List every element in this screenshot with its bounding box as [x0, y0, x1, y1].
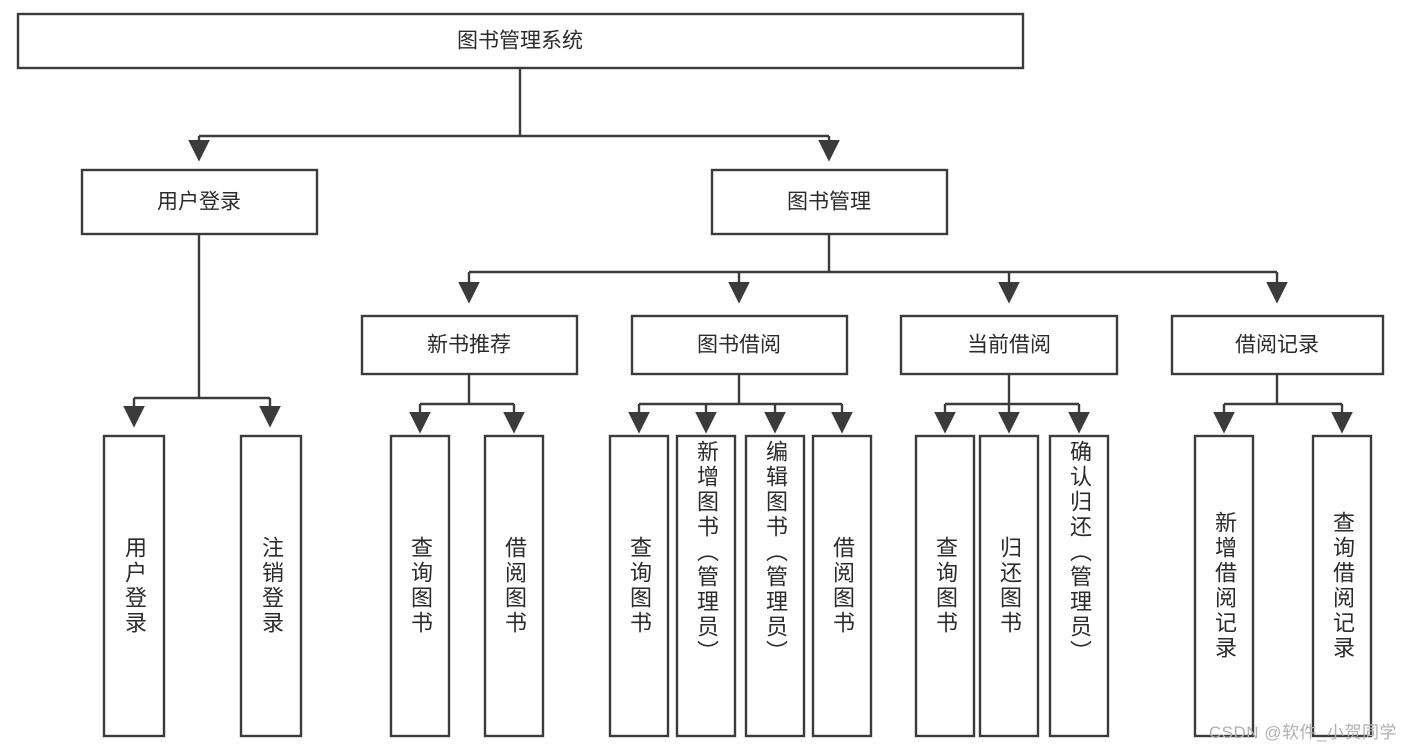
- leaf-box-current-borrow-2[interactable]: [1048, 434, 1110, 738]
- node-borrow-record-label: 借阅记录: [1235, 334, 1319, 357]
- node-book-management-label: 图书管理: [787, 191, 871, 214]
- node-user-login[interactable]: 用户登录: [80, 168, 319, 236]
- leaf-box-book-borrow-1[interactable]: [675, 434, 737, 738]
- node-borrow-record[interactable]: 借阅记录: [1170, 314, 1385, 376]
- leaf-box-book-borrow-2[interactable]: [744, 434, 806, 738]
- node-user-login-box[interactable]: [80, 168, 319, 236]
- node-root-label: 图书管理系统: [457, 30, 583, 53]
- connector-user-login-to-leaves: [123, 234, 281, 428]
- node-current-borrow-label: 当前借阅: [967, 334, 1051, 357]
- leaf-box-user-login-1[interactable]: [239, 434, 303, 738]
- leaf-box-user-login-0[interactable]: [102, 434, 166, 738]
- node-current-borrow[interactable]: 当前借阅: [899, 314, 1119, 376]
- leaf-box-book-borrow-3[interactable]: [811, 434, 873, 738]
- node-user-login-label: 用户登录: [157, 191, 241, 214]
- node-new-book-recommend[interactable]: 新书推荐: [360, 314, 579, 376]
- node-current-borrow-box[interactable]: [899, 314, 1119, 376]
- leaf-box-borrow-record-0[interactable]: [1193, 434, 1255, 738]
- leaf-box-current-borrow-1[interactable]: [978, 434, 1040, 738]
- connector-new-book-recommend-to-leaves: [409, 374, 525, 434]
- node-book-borrow[interactable]: 图书借阅: [630, 314, 849, 376]
- leaf-box-book-borrow-0[interactable]: [608, 434, 670, 738]
- leaf-box-current-borrow-0[interactable]: [914, 434, 976, 738]
- connector-book-borrow-to-leaves: [628, 374, 853, 434]
- node-book-management[interactable]: 图书管理: [710, 168, 949, 236]
- node-root[interactable]: 图书管理系统: [16, 12, 1025, 70]
- leaf-box-new-book-1[interactable]: [483, 434, 545, 738]
- connector-root-to-level1: [188, 68, 840, 162]
- connector-borrow-record-to-leaves: [1213, 374, 1353, 434]
- connector-current-borrow-to-leaves: [934, 374, 1090, 434]
- leaf-box-new-book-0[interactable]: [389, 434, 451, 738]
- node-new-book-recommend-label: 新书推荐: [427, 334, 511, 357]
- csdn-watermark: CSDN @软件_小贺同学: [1208, 723, 1397, 742]
- node-new-book-recommend-box[interactable]: [360, 314, 579, 376]
- connector-book-management-to-level2: [458, 234, 1288, 304]
- node-root-box[interactable]: [16, 12, 1025, 70]
- node-book-borrow-label: 图书借阅: [697, 334, 781, 357]
- leaf-box-borrow-record-1[interactable]: [1311, 434, 1373, 738]
